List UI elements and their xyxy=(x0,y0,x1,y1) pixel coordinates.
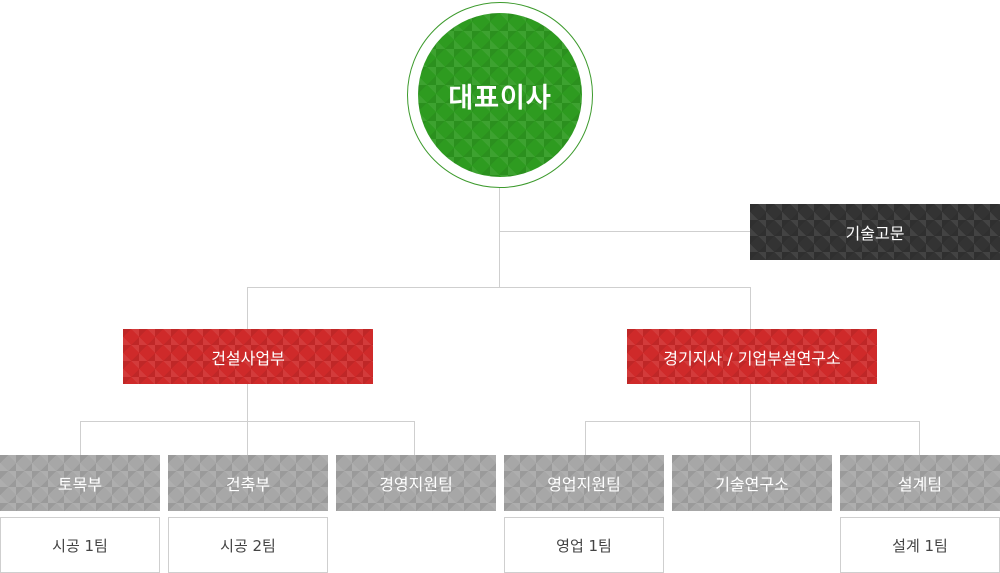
team-tech-lab: 기술연구소 xyxy=(672,455,832,511)
connector-team-6 xyxy=(919,421,920,455)
connector-division-1 xyxy=(247,287,248,329)
team-civil: 토목부 xyxy=(0,455,160,511)
team-sales-support: 영업지원팀 xyxy=(504,455,664,511)
team-management-support: 경영지원팀 xyxy=(336,455,496,511)
advisor-node: 기술고문 xyxy=(750,204,1000,260)
connector-division-2 xyxy=(750,287,751,329)
subteam-construction-1: 시공 1팀 xyxy=(0,517,160,573)
connector-team-1 xyxy=(80,421,81,455)
team-architecture: 건축부 xyxy=(168,455,328,511)
connector-team-3 xyxy=(414,421,415,455)
connector-team-4 xyxy=(585,421,586,455)
subteam-sales-1: 영업 1팀 xyxy=(504,517,664,573)
subteam-construction-2: 시공 2팀 xyxy=(168,517,328,573)
subteam-design-1: 설계 1팀 xyxy=(840,517,1000,573)
connector-ceo-down xyxy=(499,188,500,287)
ceo-node: 대표이사 xyxy=(418,13,582,177)
division-branch-lab: 경기지사 / 기업부설연구소 xyxy=(627,329,877,384)
connector-division-2-down xyxy=(750,383,751,422)
connector-division-1-down xyxy=(247,383,248,422)
connector-team-5 xyxy=(750,421,751,455)
connector-advisor xyxy=(499,231,750,232)
division-construction: 건설사업부 xyxy=(123,329,373,384)
connector-division-2-teams-bar xyxy=(585,421,920,422)
team-design: 설계팀 xyxy=(840,455,1000,511)
connector-team-2 xyxy=(247,421,248,455)
connector-divisions-bar xyxy=(247,287,751,288)
